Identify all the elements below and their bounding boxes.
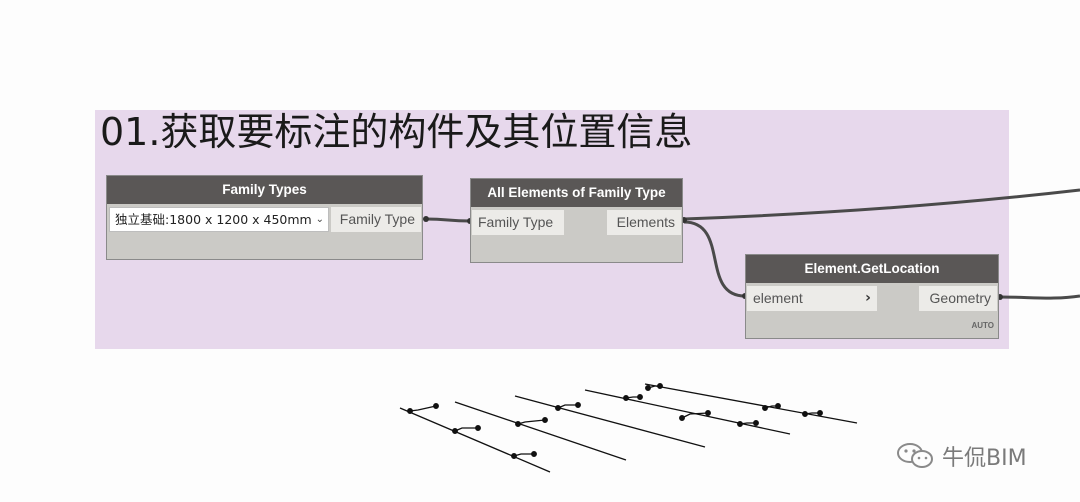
input-port-family-type[interactable]: Family Type <box>472 210 564 235</box>
chevron-down-icon[interactable]: ⌄ <box>315 214 324 225</box>
group-title[interactable]: 01.获取要标注的构件及其位置信息 <box>100 110 693 154</box>
node-all-elements-of-family-type[interactable]: All Elements of Family Type Family Type … <box>470 178 683 263</box>
output-port-elements[interactable]: Elements <box>607 210 681 235</box>
node-family-types[interactable]: Family Types 独立基础:1800 x 1200 x 450mm ⌄ … <box>106 175 423 260</box>
node-element-getlocation[interactable]: Element.GetLocation element › Geometry A… <box>745 254 999 339</box>
geometry-preview <box>399 383 858 473</box>
node-body: element › Geometry AUTO <box>746 283 998 338</box>
wechat-icon <box>897 443 933 468</box>
node-body: 独立基础:1800 x 1200 x 450mm ⌄ Family Type <box>107 204 422 259</box>
node-title[interactable]: Family Types <box>107 176 422 204</box>
output-port-family-type[interactable]: Family Type <box>331 207 421 232</box>
watermark: 牛侃BIM <box>896 440 1027 472</box>
output-port-geometry[interactable]: Geometry <box>919 286 997 311</box>
chevron-right-icon[interactable]: › <box>859 286 877 311</box>
node-body: Family Type Elements <box>471 207 682 262</box>
node-title[interactable]: Element.GetLocation <box>746 255 998 283</box>
watermark-text: 牛侃BIM <box>942 446 1027 471</box>
dropdown-value: 独立基础:1800 x 1200 x 450mm <box>115 212 312 227</box>
family-type-dropdown[interactable]: 独立基础:1800 x 1200 x 450mm ⌄ <box>109 207 329 232</box>
lacing-badge[interactable]: AUTO <box>971 321 994 330</box>
wire-familytype-to-elements <box>425 217 471 223</box>
wire-elements-to-right <box>683 188 1080 221</box>
wire-geometry-to-right <box>999 294 1080 300</box>
wire-elements-to-getlocation <box>683 220 746 298</box>
input-port-element[interactable]: element <box>747 286 859 311</box>
node-title[interactable]: All Elements of Family Type <box>471 179 682 207</box>
port-dot <box>423 216 429 222</box>
